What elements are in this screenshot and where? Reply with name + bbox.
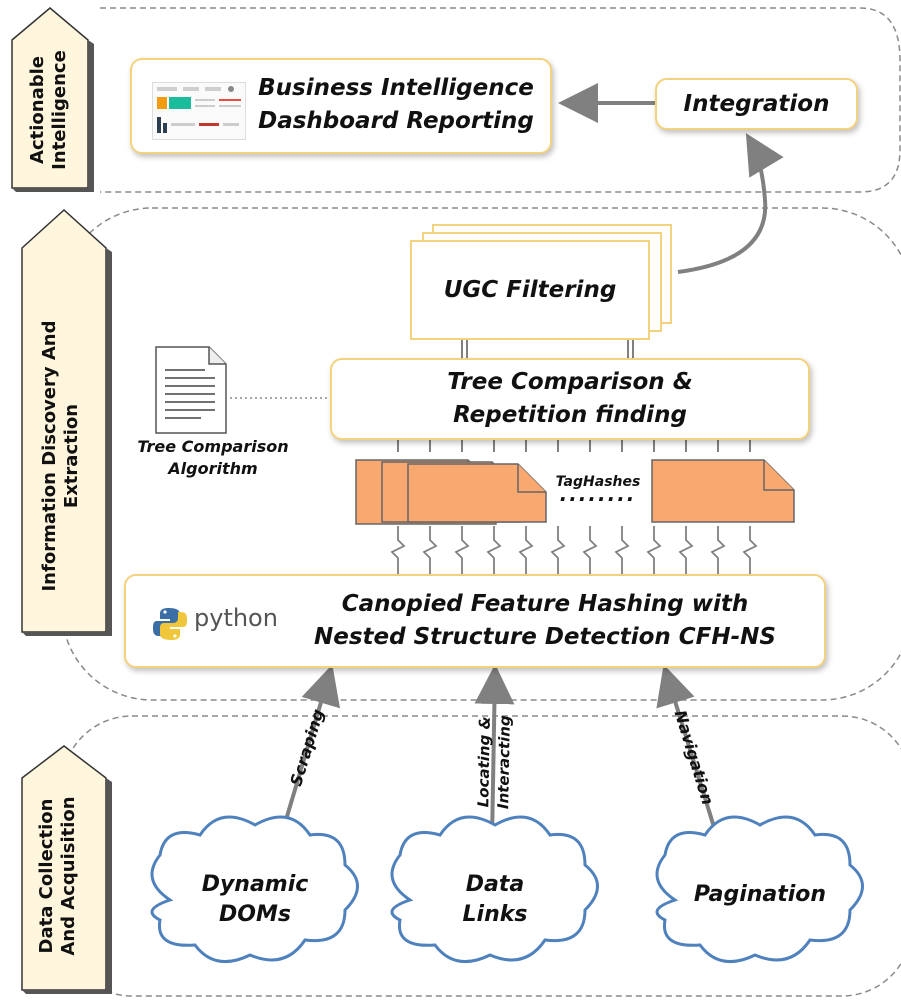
- taghashes-dots: ........: [559, 482, 637, 506]
- pagination-label: Pagination: [693, 882, 827, 907]
- taghashes-label: TagHashes: [555, 474, 641, 490]
- cfh-ns-box: python Canopied Feature Hashing with Nes…: [124, 574, 826, 668]
- layer-label-data-collection: Data Collection And Acquisition: [36, 796, 79, 956]
- layer-label-actionable: Actionable Intelligence: [27, 50, 70, 170]
- tree-taghash-ticks: [397, 440, 751, 452]
- cloud-data-links: [390, 815, 599, 963]
- dynamic-doms-label: Dynamic DOMs: [201, 872, 309, 927]
- dashboard-thumbnail-icon: [152, 82, 246, 140]
- scraping-arrow: [278, 664, 341, 841]
- layer-outline-bottom: [61, 715, 901, 997]
- layer-arrow-bottom: [21, 745, 112, 994]
- locating-arrow: [474, 664, 515, 841]
- layer-label-information: Information Discovery And Extraction: [39, 320, 82, 592]
- layer-arrow-middle: [21, 208, 112, 636]
- cloud-pagination: [655, 815, 864, 963]
- cfh-ns-label: Canopied Feature Hashing with Nested Str…: [313, 591, 776, 650]
- integration-label: Integration: [683, 90, 830, 117]
- tree-comparison-label: Tree Comparison & Repetition finding: [447, 369, 693, 428]
- python-logo-icon: [152, 606, 188, 642]
- python-label: python: [194, 604, 278, 632]
- integration-box: Integration: [655, 78, 858, 130]
- ugc-tree-connectors: [461, 338, 634, 360]
- tree-comparison-algorithm-label: Tree Comparison Algorithm: [137, 437, 289, 478]
- document-icon: [155, 346, 227, 434]
- ugc-filtering-box: UGC Filtering: [410, 240, 650, 340]
- navigation-arrow: [656, 664, 720, 841]
- tree-comparison-box: Tree Comparison & Repetition finding: [330, 358, 810, 440]
- taghash-docs-left: [355, 459, 547, 525]
- data-links-label: Data Links: [462, 872, 528, 927]
- bi-dashboard-label: Business Intelligence Dashboard Reportin…: [258, 75, 534, 134]
- taghash-cfh-connectors: [390, 526, 758, 574]
- ugc-filtering-label: UGC Filtering: [443, 277, 617, 303]
- locating-interacting-label: Locating & Interacting: [474, 715, 514, 810]
- layer-arrow-top: [11, 7, 94, 192]
- taghash-doc-right: [651, 459, 795, 523]
- cloud-dynamic-doms: [150, 815, 359, 963]
- ugc-to-integration-arrow: [677, 133, 784, 274]
- bi-dashboard-box: Business Intelligence Dashboard Reportin…: [130, 58, 552, 154]
- layer-outline-top: [100, 7, 901, 193]
